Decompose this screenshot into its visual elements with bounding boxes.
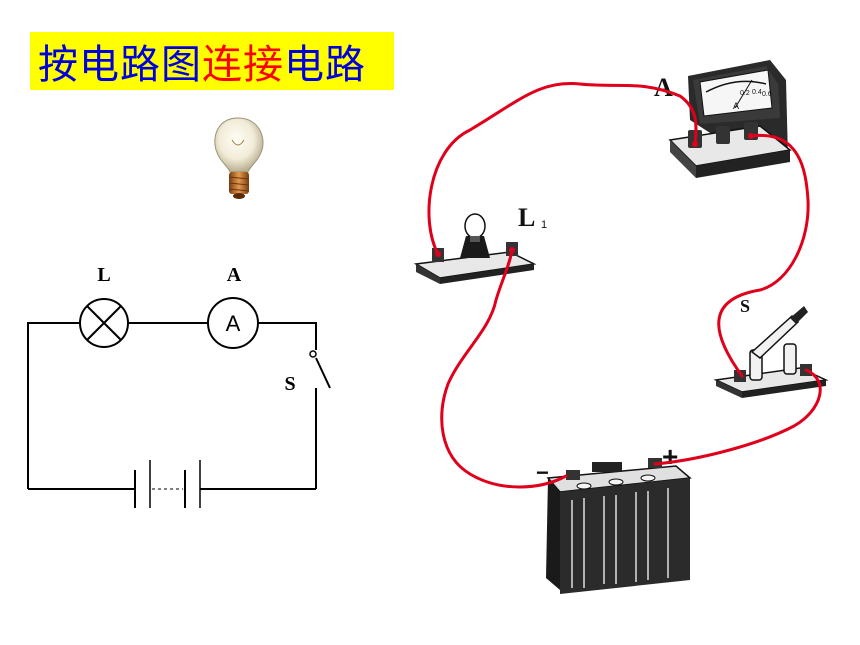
circuit-schematic: [27, 297, 331, 508]
battery-symbol: [134, 460, 201, 508]
battery-plus-label: +: [662, 441, 678, 472]
schematic-switch-label: S: [284, 373, 295, 395]
switch-symbol: [309, 350, 331, 389]
title-part-3: 电路: [284, 42, 366, 88]
meter-scale-1: 0.2: [740, 90, 750, 97]
switch-device-label: S: [740, 296, 750, 316]
ammeter-device: 0.2 0.4 0.6 A: [668, 60, 792, 178]
title-part-1: 按电路图: [38, 42, 202, 88]
battery-minus-label: −: [536, 460, 549, 485]
wire-lamp-to-ammeter: [427, 81, 698, 256]
schematic-ammeter-label: A: [227, 264, 242, 286]
schematic-lamp-label: L: [97, 264, 110, 286]
battery-device: [546, 458, 692, 594]
light-bulb-icon: [214, 117, 264, 199]
lamp-device-subscript: 1: [541, 219, 547, 231]
lamp-device-label: L: [518, 203, 535, 232]
wire-switch-to-battery: [653, 368, 822, 466]
connecting-wires: [427, 81, 822, 489]
page-title: 按电路图连接电路: [30, 32, 394, 90]
ammeter-symbol-letter: A: [226, 311, 241, 336]
wire-ammeter-to-switch: [717, 133, 810, 378]
meter-scale-3: 0.6: [762, 91, 772, 98]
meter-dial-symbol: A: [733, 101, 739, 111]
switch-device: [713, 306, 829, 398]
ammeter-device-label: A: [654, 73, 673, 102]
lamp-symbol: [79, 298, 129, 348]
ammeter-symbol: [207, 297, 259, 349]
meter-scale-2: 0.4: [752, 89, 762, 96]
wire-battery-to-lamp: [440, 248, 568, 489]
lamp-holder-device: [413, 213, 537, 284]
title-part-2: 连接: [202, 42, 284, 88]
